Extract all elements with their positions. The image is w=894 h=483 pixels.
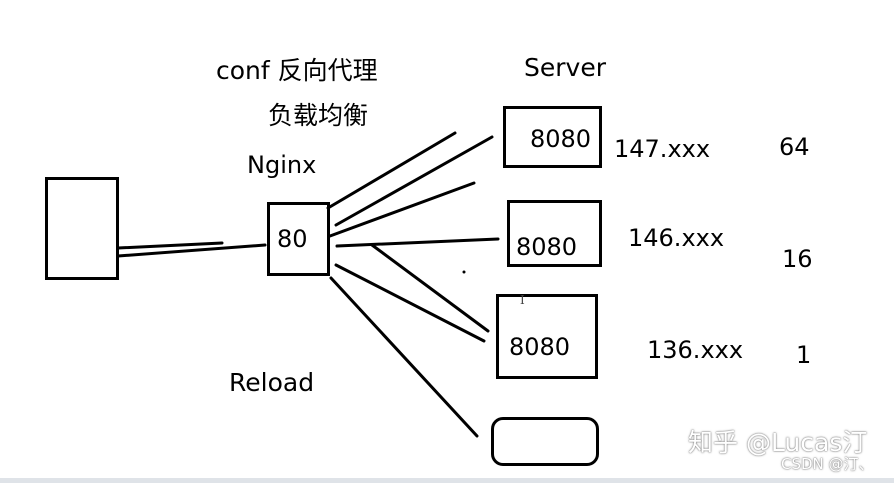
diagram-title-line1: conf 反向代理 [216,56,378,85]
server-box [507,200,602,267]
nginx-port: 80 [277,225,308,253]
client-box [45,177,119,280]
text-cursor-icon: I [520,293,525,307]
empty-server-box [491,417,599,466]
csdn-watermark: CSDN @汀、 [781,455,874,473]
server-weight: 1 [796,341,812,369]
server-port: 8080 [509,333,571,361]
server-weight: 16 [782,245,813,273]
server-port: 8080 [516,233,578,261]
client-to-nginx-line [116,241,224,250]
nginx-to-empty-server-line [329,276,479,438]
bottom-strip [0,478,894,483]
diagram-title-line2: 负载均衡 [268,101,369,130]
nginx-box [267,202,330,276]
server-box [503,106,602,168]
server-column-header: Server [524,53,606,82]
stray-dot [462,270,466,274]
client-to-nginx-line [116,243,267,258]
server-ip: 147.xxx [614,135,711,163]
server-ip: 146.xxx [628,224,725,252]
server-box [496,294,598,379]
nginx-to-server2-line [335,237,500,248]
zhihu-watermark: 知乎 @Lucas汀 [688,428,868,457]
nginx-label: Nginx [247,151,317,179]
nginx-to-server3-line [334,263,486,343]
server-weight: 64 [779,133,810,161]
nginx-to-server1-line [334,135,494,227]
nginx-to-server1-line [328,181,476,238]
nginx-to-server3-line [370,243,490,333]
server-ip: 136.xxx [647,336,744,364]
server-port: 8080 [530,125,592,153]
nginx-to-server1-line [326,131,457,210]
reload-label: Reload [229,368,315,397]
